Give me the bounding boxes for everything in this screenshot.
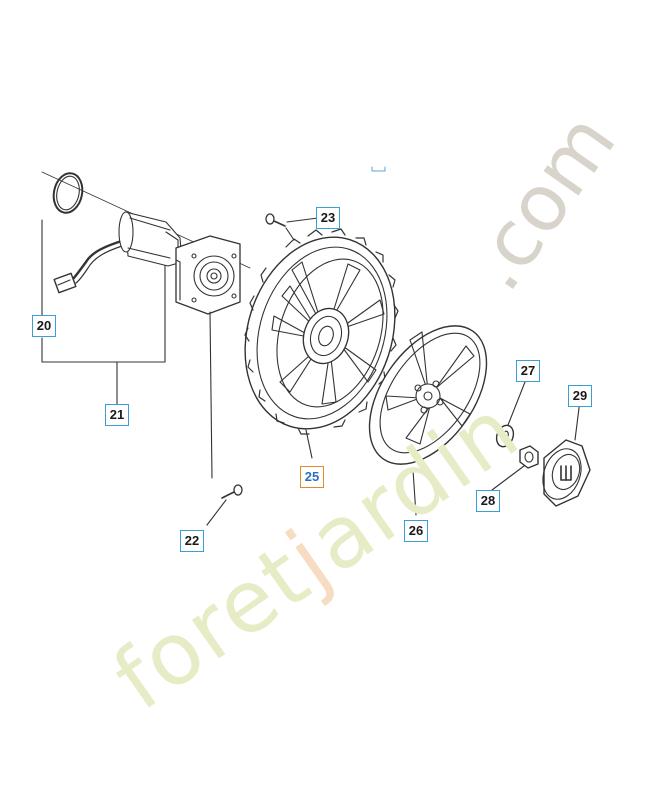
callout-part-29[interactable]: 29 <box>568 385 592 407</box>
leader-22-label <box>206 499 227 526</box>
callout-part-25[interactable]: 25 <box>300 466 324 488</box>
motor-part <box>118 211 241 315</box>
nut-part <box>491 445 539 491</box>
tick-mark <box>371 166 386 172</box>
leader-23 <box>286 217 319 223</box>
wheel-part <box>244 228 399 459</box>
callout-part-28[interactable]: 28 <box>476 490 500 512</box>
screw-23-part <box>265 213 319 241</box>
screw-22-part <box>206 484 243 526</box>
leader-25 <box>305 429 313 459</box>
callout-part-27[interactable]: 27 <box>516 360 540 382</box>
leader-27 <box>507 381 526 426</box>
washer-part <box>495 381 526 448</box>
callout-part-21[interactable]: 21 <box>105 404 129 426</box>
callout-part-22[interactable]: 22 <box>180 530 204 552</box>
hubcap-part <box>368 325 488 516</box>
callout-part-26[interactable]: 26 <box>404 520 428 542</box>
center-cap-part <box>542 399 591 507</box>
o-ring-part <box>52 172 84 214</box>
motor-cable <box>53 238 127 294</box>
leader-28 <box>491 465 525 491</box>
callout-part-20[interactable]: 20 <box>32 315 56 337</box>
leader-22 <box>209 311 213 479</box>
callout-part-23[interactable]: 23 <box>316 207 340 229</box>
leader-20-bracket <box>41 254 166 363</box>
leader-26 <box>412 469 417 516</box>
